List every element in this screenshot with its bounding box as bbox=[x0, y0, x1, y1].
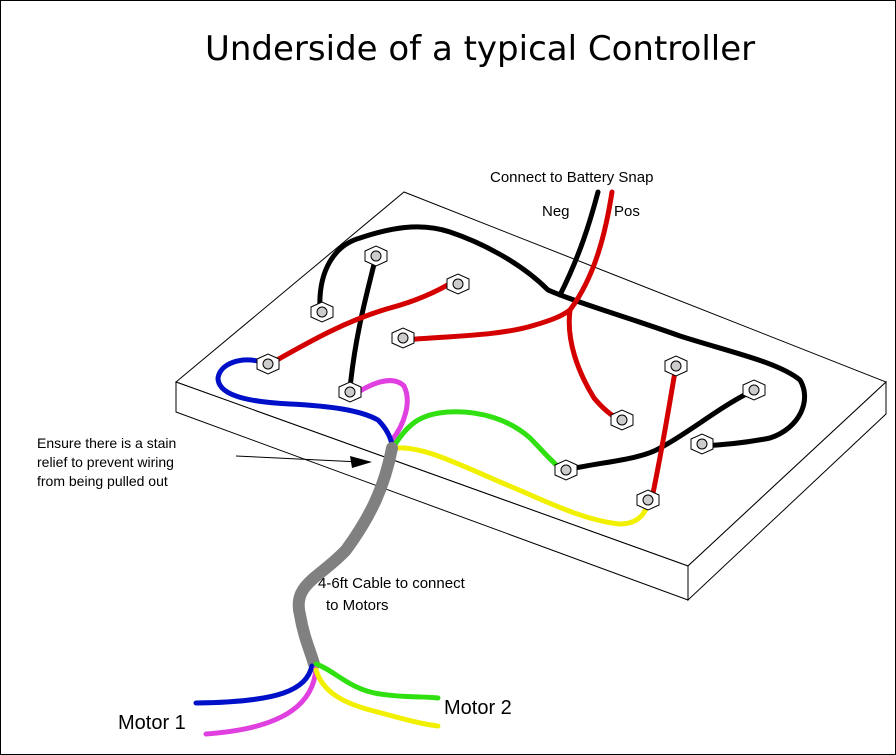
blue-wire-motor1 bbox=[193, 663, 315, 706]
nut-1 bbox=[364, 245, 388, 267]
magenta-wire-board bbox=[349, 378, 410, 443]
diagram-title: Underside of a typical Controller bbox=[205, 29, 755, 69]
red-wire-center bbox=[401, 307, 573, 343]
red-wires bbox=[267, 189, 679, 501]
pos-label: Pos bbox=[614, 203, 640, 220]
yellow-wire-motor2 bbox=[313, 667, 441, 729]
nut-3 bbox=[446, 273, 470, 295]
strain-relief-label-line1: Ensure there is a stain bbox=[37, 435, 176, 451]
battery-snap-label: Connect to Battery Snap bbox=[490, 169, 653, 186]
nut-11 bbox=[554, 459, 578, 481]
green-wire-board bbox=[391, 409, 563, 471]
red-wire-pos bbox=[567, 189, 615, 313]
cable-label-line1: 4-6ft Cable to connect bbox=[318, 575, 466, 592]
magenta-wire-motor1 bbox=[203, 665, 319, 737]
motor-cable bbox=[292, 442, 398, 670]
black-wire-neg bbox=[557, 189, 601, 298]
red-wire-right bbox=[649, 363, 679, 501]
motor1-label: Motor 1 bbox=[118, 712, 186, 734]
nut-2 bbox=[310, 301, 334, 323]
nut-9 bbox=[742, 379, 766, 401]
nut-8 bbox=[610, 409, 634, 431]
cable-label-line2: to Motors bbox=[326, 597, 389, 614]
yellow-wire-board bbox=[393, 445, 651, 527]
red-wire-left bbox=[267, 277, 459, 367]
neg-label: Neg bbox=[542, 203, 570, 220]
nut-7 bbox=[664, 355, 688, 377]
board-side-face bbox=[687, 380, 887, 602]
nut-12 bbox=[636, 489, 660, 511]
blue-wire-board bbox=[215, 357, 395, 447]
strain-relief-label-line2: relief to prevent wiring bbox=[37, 454, 174, 470]
motor2-label: Motor 2 bbox=[444, 697, 512, 719]
terminal-nuts bbox=[256, 245, 766, 511]
controller-board bbox=[175, 191, 887, 602]
strain-relief-label-line3: from being pulled out bbox=[37, 473, 168, 489]
nut-10 bbox=[690, 433, 714, 455]
green-wire-motor2 bbox=[313, 661, 441, 701]
black-wire-center bbox=[347, 253, 379, 391]
nut-6 bbox=[338, 381, 362, 403]
nut-4 bbox=[391, 327, 415, 349]
strain-relief-arrow bbox=[235, 455, 372, 468]
nut-5 bbox=[256, 353, 280, 375]
motor-wires bbox=[193, 661, 441, 737]
black-wire-main bbox=[317, 224, 807, 449]
